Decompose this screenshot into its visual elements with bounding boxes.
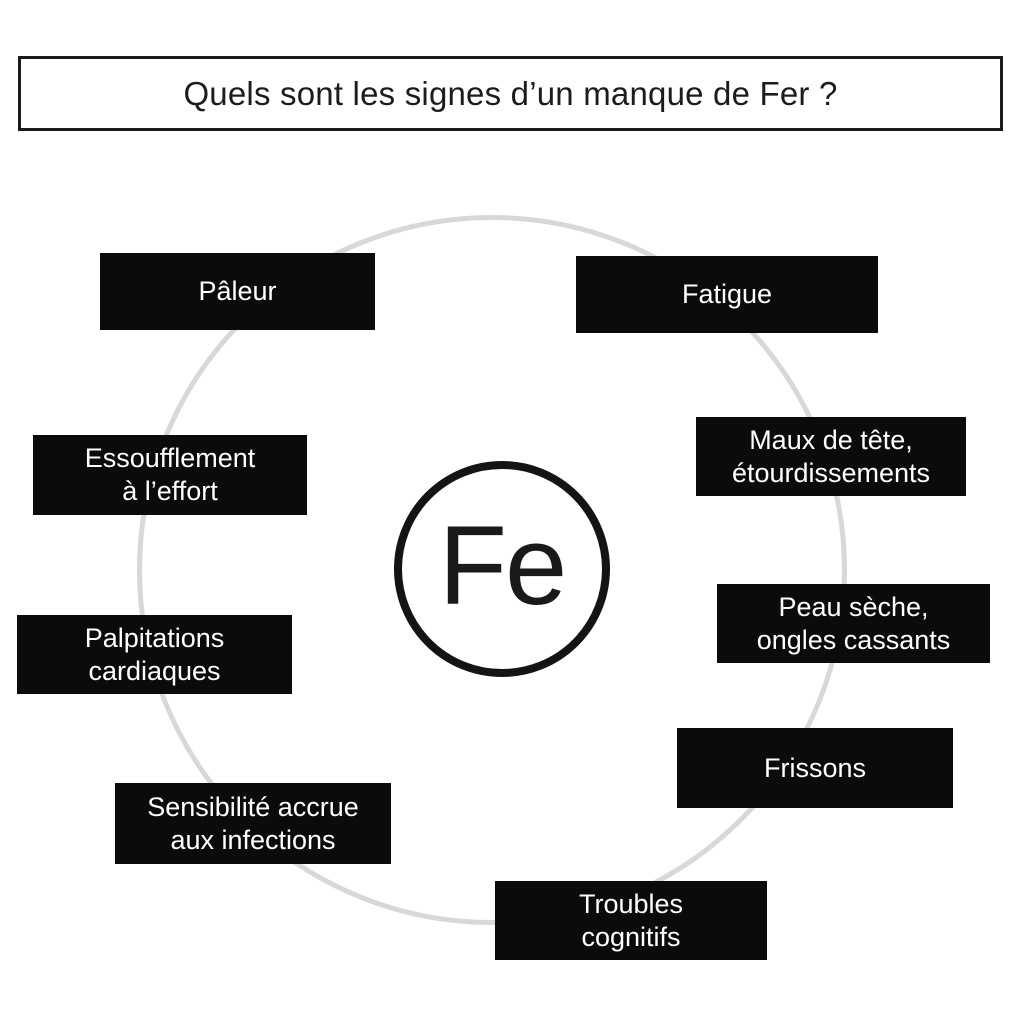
iron-element-symbol: Fe bbox=[438, 502, 568, 628]
symptom-box-maux-de-tete: Maux de tête, étourdissements bbox=[696, 417, 966, 496]
page-title: Quels sont les signes d’un manque de Fer… bbox=[183, 74, 838, 112]
symptom-label-line: étourdissements bbox=[731, 457, 931, 488]
symptom-label-line: Essoufflement bbox=[84, 443, 256, 474]
symptom-label-line: cognitifs bbox=[581, 921, 681, 952]
symptom-box-paleur: Pâleur bbox=[100, 253, 375, 330]
symptom-box-fatigue: Fatigue bbox=[576, 256, 878, 333]
symptom-label-line: aux infections bbox=[170, 824, 336, 855]
symptom-label-line: Fatigue bbox=[681, 279, 773, 310]
symptom-box-troubles: Troubles cognitifs bbox=[495, 881, 767, 960]
symptom-label-line: Pâleur bbox=[198, 276, 277, 307]
symptom-box-palpitations: Palpitations cardiaques bbox=[17, 615, 292, 694]
symptom-label-line: Frissons bbox=[763, 752, 866, 783]
title-box: Quels sont les signes d’un manque de Fer… bbox=[18, 56, 1003, 131]
symptom-label-line: ongles cassants bbox=[756, 624, 951, 655]
symptom-label-line: Palpitations bbox=[84, 622, 225, 653]
symptom-label-line: Maux de tête, bbox=[749, 424, 913, 455]
symptom-label-line: cardiaques bbox=[88, 655, 221, 686]
symptom-box-sensibilite: Sensibilité accrue aux infections bbox=[115, 783, 391, 864]
symptom-label-line: Sensibilité accrue bbox=[147, 791, 359, 822]
symptom-label-line: Troubles bbox=[578, 888, 684, 919]
symptom-label-line: Peau sèche, bbox=[778, 591, 929, 622]
iron-element-circle: Fe bbox=[394, 461, 610, 677]
symptom-box-essoufflement: Essoufflement à l’effort bbox=[33, 435, 307, 515]
symptom-box-frissons: Frissons bbox=[677, 728, 953, 808]
symptom-box-peau-seche: Peau sèche, ongles cassants bbox=[717, 584, 990, 663]
connector-ring bbox=[137, 215, 847, 925]
symptom-label-line: à l’effort bbox=[122, 476, 218, 506]
